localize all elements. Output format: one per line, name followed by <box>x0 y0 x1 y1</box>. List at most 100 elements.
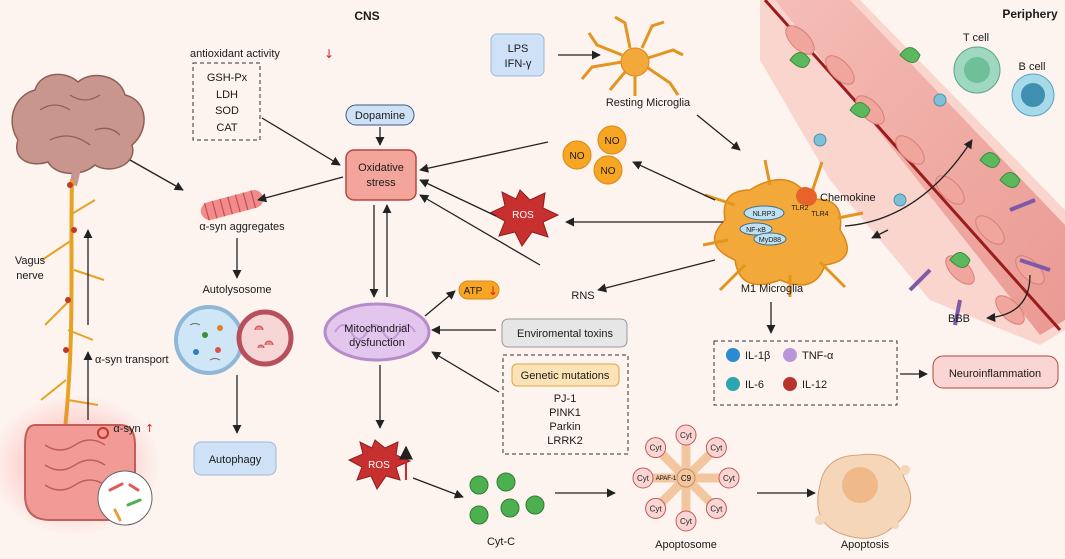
genetic-title: Genetic mutations <box>521 370 610 382</box>
cyt-node <box>675 424 697 446</box>
ros-burst-lower <box>347 439 412 491</box>
genetic-item: Parkin <box>549 421 580 433</box>
cytokine-label: IL-12 <box>802 379 827 391</box>
apaf-label: APAF-1 <box>656 476 677 482</box>
no-label: NO <box>605 136 620 147</box>
c9-label: C9 <box>681 474 692 483</box>
ros-label-upper: ROS <box>512 210 534 221</box>
alpha-syn-aggregates-label: α-syn aggregates <box>199 221 285 233</box>
cyt-label: Cyt <box>650 444 663 453</box>
cyt-label: Cyt <box>710 444 723 453</box>
autolysosome-label: Autolysosome <box>202 284 271 296</box>
resting-microglia-icon <box>580 15 684 96</box>
chemokine-dot <box>796 187 814 205</box>
receptor-label: MyD88 <box>759 237 781 244</box>
cyt-node <box>645 437 667 459</box>
chemokine-label: Chemokine <box>820 192 876 204</box>
apoptosis-label: Apoptosis <box>841 539 890 551</box>
oxidative-stress-box <box>345 149 417 201</box>
cytokine-label: IL-1β <box>745 350 770 362</box>
mitochondria-icon <box>323 302 431 362</box>
atp-label: ATP <box>464 286 483 297</box>
autophagy-box <box>193 441 277 476</box>
cytc-molecules <box>469 472 545 525</box>
genetic-item: LRRK2 <box>547 435 582 447</box>
apoptosome-label: Apoptosome <box>655 539 717 551</box>
cytc-label: Cyt-C <box>487 536 515 548</box>
b-cell-label: B cell <box>1019 61 1046 73</box>
cyt-label: Cyt <box>680 431 693 440</box>
t-cell <box>953 46 1001 94</box>
lps-label: LPS <box>508 43 529 55</box>
cyt-node <box>705 497 727 519</box>
apoptosis-cell-icon <box>815 453 912 539</box>
cyt-label: Cyt <box>680 517 693 526</box>
receptor-label: NF-κB <box>746 227 766 234</box>
antioxidant-item: LDH <box>216 89 238 101</box>
alpha-syn-aggregates-icon <box>200 190 264 221</box>
antioxidant-item: SOD <box>215 105 239 117</box>
vagus-nerve-icon <box>40 179 105 431</box>
region-periphery-label: Periphery <box>1002 7 1058 21</box>
antioxidant-item: CAT <box>216 122 237 134</box>
atp-box <box>458 280 500 300</box>
b-cell <box>1011 73 1055 117</box>
ros-label-lower: ROS <box>368 460 390 471</box>
rns-label: RNS <box>571 290 594 302</box>
m1-microglia-label: M1 Microglia <box>741 283 804 295</box>
antioxidant-box <box>192 62 261 141</box>
cyt-label: Cyt <box>637 474 650 483</box>
no-label: NO <box>601 166 616 177</box>
autolysosome-icon <box>174 305 294 375</box>
cyt-label: Cyt <box>710 504 723 513</box>
bbb-label: BBB <box>948 313 970 325</box>
oxidative-stress-label: stress <box>366 177 396 189</box>
receptor-label: TLR4 <box>811 211 828 218</box>
antioxidant-title: antioxidant activity <box>190 48 280 60</box>
ros-burst-upper <box>488 189 560 247</box>
oxidative-stress-label: Oxidative <box>358 162 404 174</box>
neuroinflammation-box <box>932 355 1059 389</box>
lps-ifn-box <box>490 33 545 77</box>
cytokine-box <box>713 340 898 406</box>
cyt-node <box>645 497 667 519</box>
gut-icon <box>0 395 160 535</box>
vagus-label: Vagus <box>15 255 46 267</box>
pathway-arrows <box>83 50 1031 499</box>
cytokine-label: IL-6 <box>745 379 764 391</box>
antioxidant-down-arrow: ↓ <box>324 47 334 61</box>
cyt-node <box>718 467 740 489</box>
c9-hub <box>676 468 696 488</box>
no-label: NO <box>570 151 585 162</box>
cytokine-label: TNF-α <box>802 350 834 362</box>
ifn-label: IFN-γ <box>505 58 532 70</box>
neuroinflammation-label: Neuroinflammation <box>949 368 1041 380</box>
env-toxins-label: Enviromental toxins <box>517 328 613 340</box>
mito-label: Mitochondrial <box>344 323 409 335</box>
receptor-label: NLRP3 <box>753 211 776 218</box>
dopamine-box <box>345 104 415 126</box>
resting-microglia-label: Resting Microglia <box>606 97 691 109</box>
genetic-item: PJ-1 <box>554 393 577 405</box>
cyt-label: Cyt <box>650 504 663 513</box>
m1-microglia-icon <box>702 159 864 297</box>
receptor-label: TLR2 <box>791 205 808 212</box>
alpha-syn-transport-label: α-syn transport <box>95 354 169 366</box>
alpha-syn-up-arrow: ↑ <box>145 422 154 435</box>
brain-icon <box>11 73 145 187</box>
atp-down-arrow: ↓ <box>488 284 498 298</box>
genetic-title-box <box>511 363 620 387</box>
blood-vessel <box>760 0 1065 345</box>
t-cell-label: T cell <box>963 32 989 44</box>
cyt-node <box>675 510 697 532</box>
autophagy-label: Autophagy <box>209 454 262 466</box>
no-molecules <box>562 125 627 185</box>
alpha-syn-up-label: α-syn <box>113 423 140 435</box>
env-toxins-box <box>501 318 628 348</box>
cyt-node <box>632 467 654 489</box>
dopamine-label: Dopamine <box>355 110 405 122</box>
region-cns-label: CNS <box>354 9 379 23</box>
cyt-node <box>705 437 727 459</box>
